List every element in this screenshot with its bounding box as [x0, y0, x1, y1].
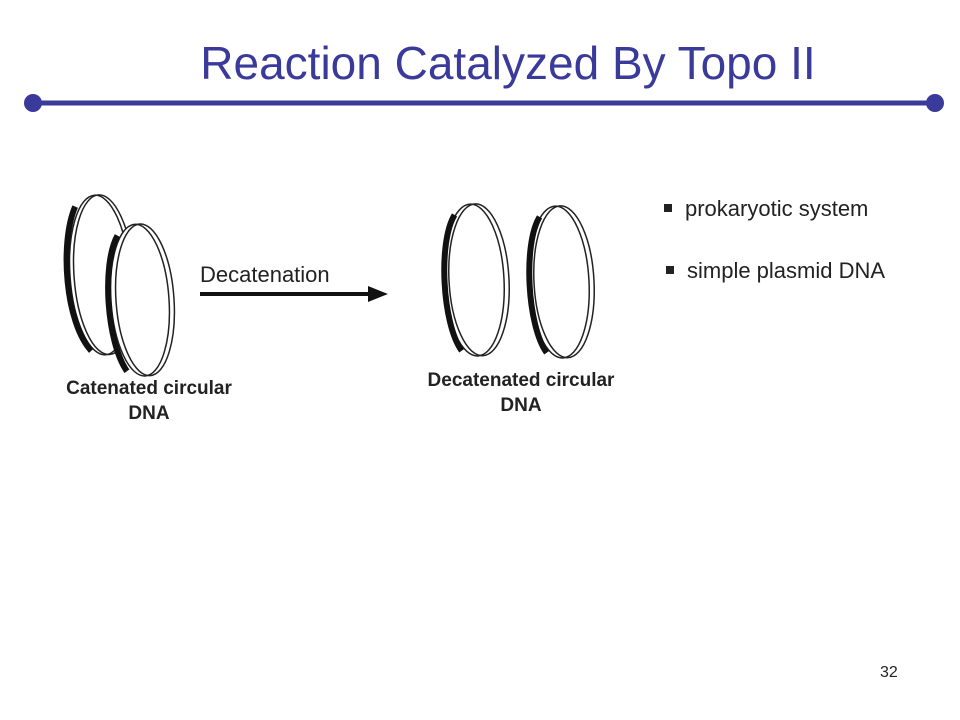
decatenated-ring-2 — [526, 205, 595, 359]
decatenated-label-line1: Decatenated circular — [427, 370, 615, 391]
title-divider — [24, 94, 944, 112]
catenated-label-line1: Catenated circular — [66, 378, 232, 399]
catenated-dna-rings — [63, 194, 176, 377]
divider-dot-left — [24, 94, 42, 112]
catenated-label: Catenated circular DNA — [36, 376, 262, 426]
divider-dot-right — [926, 94, 944, 112]
decatenation-label: Decatenation — [200, 262, 330, 287]
catenated-ring-front — [105, 223, 176, 377]
decatenated-label-line2: DNA — [500, 395, 542, 416]
square-bullet-icon — [666, 266, 674, 275]
bullet-item: simple plasmid DNA — [666, 258, 885, 284]
decatenated-dna-rings — [441, 203, 595, 359]
page-number: 32 — [880, 664, 898, 681]
decatenation-arrow — [200, 286, 388, 302]
decatenated-label: Decatenated circular DNA — [396, 368, 646, 418]
bullet-item: prokaryotic system — [664, 196, 868, 222]
catenated-label-line2: DNA — [128, 403, 170, 424]
bullet-text: prokaryotic system — [685, 196, 869, 221]
slide-title: Reaction Catalyzed By Topo II — [200, 37, 816, 89]
square-bullet-icon — [664, 204, 672, 213]
bullet-text: simple plasmid DNA — [687, 258, 886, 283]
decatenated-ring-1 — [441, 203, 510, 357]
